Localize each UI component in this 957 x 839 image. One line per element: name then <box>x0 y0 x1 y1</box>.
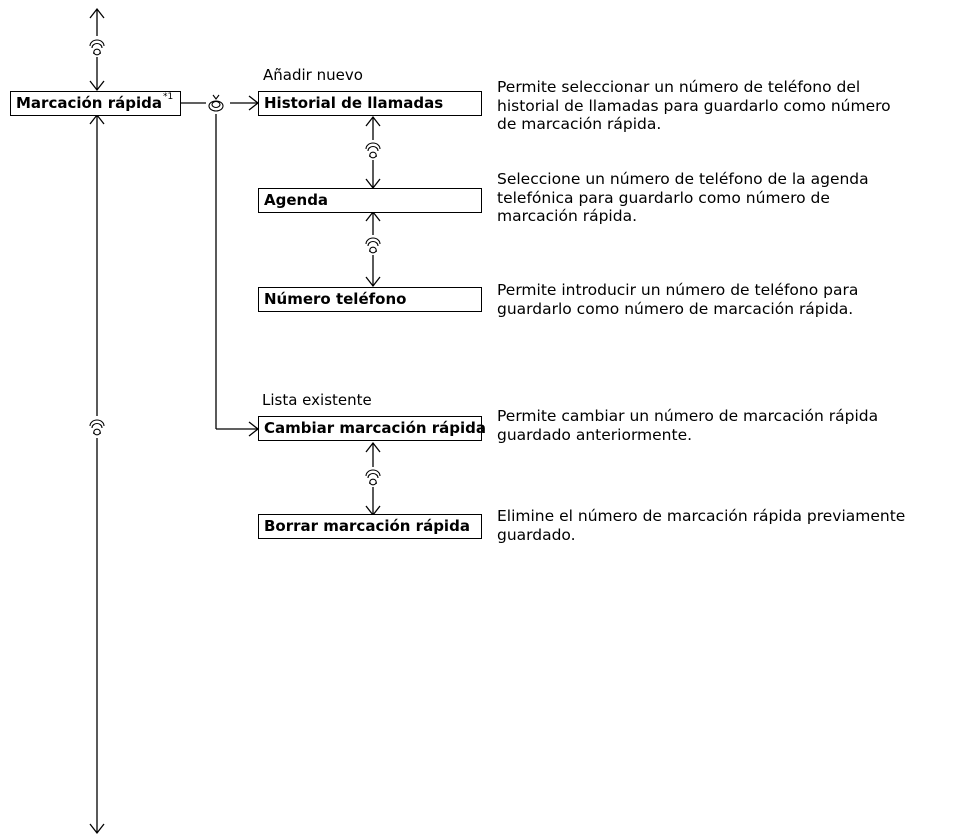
description-line: de marcación rápida. <box>497 115 662 133</box>
description-line: guardarlo como número de marcación rápid… <box>497 299 854 318</box>
dial-rotate-icon <box>365 142 381 159</box>
dial-rotate-icon <box>365 469 381 486</box>
description-line: telefónica para guardarlo como número de <box>497 188 830 207</box>
description-line: guardado anteriormente. <box>497 425 693 444</box>
description-phone-number: Permite introducir un número de teléfono… <box>497 281 858 318</box>
menu-box-call-history[interactable]: Historial de llamadas <box>258 91 482 116</box>
dial-rotate-icon <box>365 237 381 254</box>
dial-rotate-icon <box>89 39 105 56</box>
description-call-history: Permite seleccionar un número de teléfon… <box>497 78 891 134</box>
description-edit-speed-dial: Permite cambiar un número de marcación r… <box>497 407 878 444</box>
description-line: Permite introducir un número de teléfono… <box>497 281 859 299</box>
menu-box-phonebook[interactable]: Agenda <box>258 188 482 213</box>
description-line: Permite cambiar un número de marcación r… <box>497 407 879 425</box>
menu-box-phone-number[interactable]: Número teléfono <box>258 287 482 312</box>
group-label-existing: Lista existente <box>262 391 372 409</box>
description-line: Elimine el número de marcación rápida pr… <box>497 507 906 525</box>
description-line: marcación rápida. <box>497 207 637 225</box>
menu-box-speed-dial[interactable]: Marcación rápida*1 <box>10 91 181 116</box>
group-label-add-new: Añadir nuevo <box>263 66 363 84</box>
description-delete-speed-dial: Elimine el número de marcación rápida pr… <box>497 507 905 544</box>
description-line: guardado. <box>497 525 576 544</box>
dial-rotate-icon <box>89 419 105 436</box>
dial-press-icon <box>208 94 224 112</box>
menu-box-label: Marcación rápida <box>16 94 162 112</box>
description-line: historial de llamadas para guardarlo com… <box>497 96 891 115</box>
menu-box-delete-speed-dial[interactable]: Borrar marcación rápida <box>258 514 482 539</box>
description-line: Seleccione un número de teléfono de la a… <box>497 170 869 188</box>
footnote-mark: *1 <box>162 92 174 102</box>
description-line: Permite seleccionar un número de teléfon… <box>497 78 861 96</box>
menu-box-edit-speed-dial[interactable]: Cambiar marcación rápida <box>258 416 486 441</box>
description-phonebook: Seleccione un número de teléfono de la a… <box>497 170 869 226</box>
